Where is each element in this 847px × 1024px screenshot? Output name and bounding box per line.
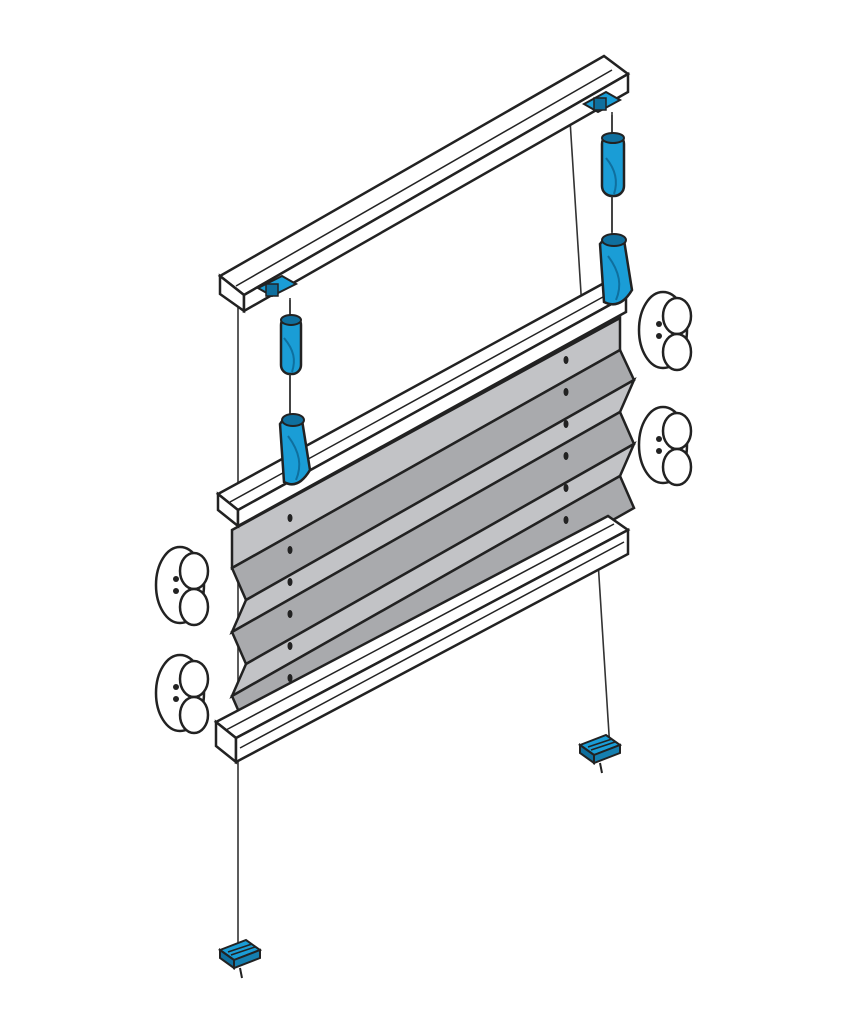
suction-cup-icon xyxy=(637,290,693,372)
cord-anchor-icon xyxy=(219,939,261,979)
cord-tensioner-icon xyxy=(278,298,312,486)
bottom-rail xyxy=(213,514,631,765)
suction-cup-icon xyxy=(154,653,210,735)
cord-anchor-icon xyxy=(579,734,621,774)
rail-clip-icon xyxy=(255,274,299,298)
suction-cup-icon xyxy=(637,405,693,487)
cord-tensioner-icon xyxy=(598,112,634,306)
suction-cup-icon xyxy=(154,545,210,627)
rail-clip-icon xyxy=(581,90,623,114)
pleated-fabric xyxy=(229,315,637,730)
top-rail xyxy=(217,54,631,314)
cord-holes xyxy=(287,356,569,682)
